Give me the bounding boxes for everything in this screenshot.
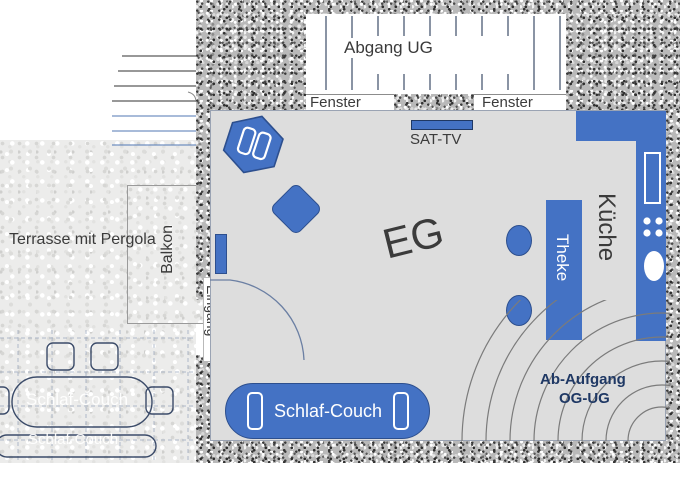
counter-theke — [546, 200, 582, 340]
window-left-opening — [306, 94, 394, 112]
wall-top-upper-strip — [196, 0, 680, 14]
spiral-staircase — [461, 300, 670, 441]
sofa-bed-armrest-right — [393, 392, 409, 430]
hexagon-seating-icon — [222, 115, 284, 174]
counter-label: Theke — [553, 234, 572, 282]
ghost-sofa-label-2: Schlaf-Couch — [28, 431, 119, 448]
stove-burners-icon — [643, 217, 663, 237]
kitchen-label: Küche — [593, 193, 620, 262]
ghost-sofa-label-1: Schlaf-Couch — [26, 390, 129, 409]
wall-right — [666, 110, 680, 463]
wall-top-middle-segment — [394, 94, 474, 110]
sink-icon — [644, 251, 664, 281]
stairs-ug-label: Abgang UG — [338, 38, 439, 58]
armchair-upper — [506, 225, 532, 256]
window-left-label: Fenster — [310, 94, 361, 111]
window-right-opening — [474, 94, 566, 112]
wall-bottom — [196, 441, 680, 463]
wall-left-lower — [196, 355, 210, 463]
spiral-stairs-label-line1: Ab-Aufgang — [540, 371, 626, 388]
door-swing-arc — [210, 279, 305, 361]
sat-tv-unit — [411, 120, 473, 130]
balcony-area — [127, 185, 209, 324]
sat-tv-label: SAT-TV — [410, 131, 462, 148]
terrace-label-line1: Terrasse mit Pergola — [9, 231, 156, 248]
armchair-lower — [506, 295, 532, 326]
sofa-bed-label: Schlaf-Couch — [274, 401, 383, 421]
wall-top-left-segment — [196, 0, 306, 110]
wall-left — [196, 110, 210, 300]
outdoor-steps — [112, 55, 198, 146]
spiral-stairs-label-line2: OG-UG — [559, 390, 610, 407]
wall-top-right-segment — [566, 0, 680, 110]
kitchen-counter-right — [636, 111, 666, 341]
entrance-furniture — [215, 234, 227, 274]
window-right-label: Fenster — [482, 94, 533, 111]
balcony-label: Balkon — [159, 225, 176, 274]
sofa-bed-armrest-left — [247, 392, 263, 430]
refrigerator-icon — [644, 152, 661, 204]
terrace-paving-grid — [0, 330, 196, 463]
ghost-furniture-outlines — [0, 342, 174, 458]
